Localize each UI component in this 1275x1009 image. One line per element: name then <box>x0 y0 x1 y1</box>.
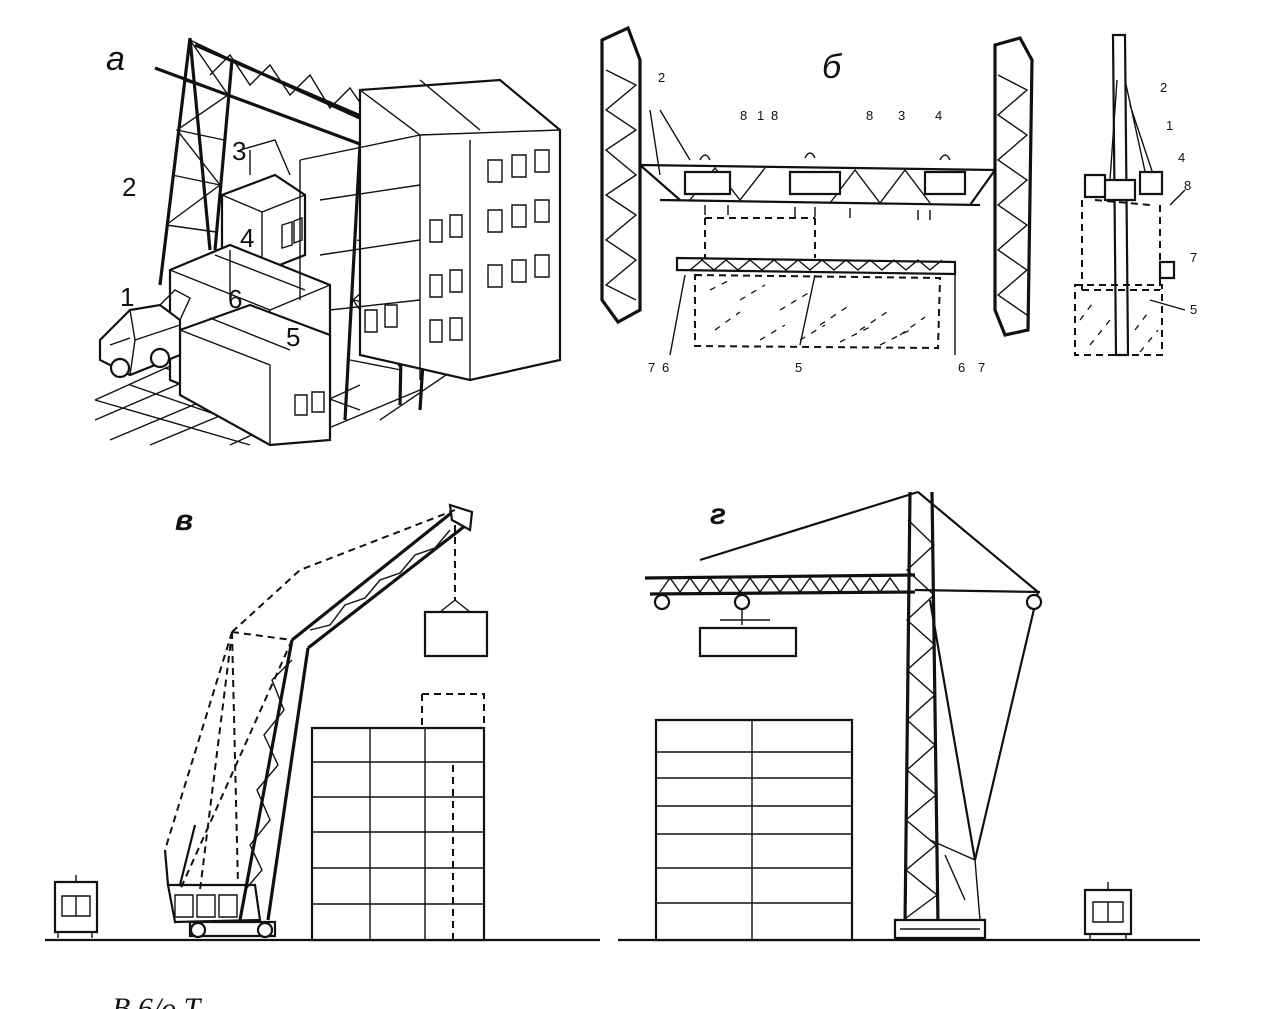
panel-a-callout-6: 6 <box>228 284 242 314</box>
panel-b-callout-8a: 8 <box>740 108 747 123</box>
panel-a-callout-5: 5 <box>286 322 300 352</box>
panel-g-tower-crane <box>618 490 1200 942</box>
panel-b-callout-3: 3 <box>898 108 905 123</box>
caption-fragment: В 6/о Т <box>112 992 203 1009</box>
panel-a-gantry-crane <box>94 37 562 447</box>
panel-v-label: в <box>175 504 193 537</box>
panel-b-callout-1: 1 <box>757 108 764 123</box>
panel-b-side-callout-1: 1 <box>1166 118 1173 133</box>
panel-a-callout-3: 3 <box>232 136 246 166</box>
panel-g-label: г <box>710 498 726 531</box>
panel-b-callout-8c: 8 <box>866 108 873 123</box>
panel-b-callout-8b: 8 <box>771 108 778 123</box>
panel-a-label: а <box>106 40 125 78</box>
panel-b-callout-4: 4 <box>935 108 942 123</box>
panel-v-crawler-crane <box>45 503 600 942</box>
panel-b-callout-7b: 7 <box>978 360 985 375</box>
panel-b-side-callout-2: 2 <box>1160 80 1167 95</box>
panel-b-callout-6b: 6 <box>958 360 965 375</box>
panel-b-side-callout-8: 8 <box>1184 178 1191 193</box>
panel-a-callout-4: 4 <box>240 223 254 253</box>
panel-b-gantry-section <box>600 25 1186 357</box>
panel-b-label: б <box>822 48 843 86</box>
panel-b-side-callout-5: 5 <box>1190 302 1197 317</box>
panel-b-side-callout-4: 4 <box>1178 150 1185 165</box>
panel-a-callout-2: 2 <box>122 172 136 202</box>
panel-b-side-callout-7: 7 <box>1190 250 1197 265</box>
panel-a-callout-1: 1 <box>120 282 134 312</box>
panel-b-callout-7a: 7 <box>648 360 655 375</box>
panel-b-callout-2: 2 <box>658 70 665 85</box>
panel-b-callout-5: 5 <box>795 360 802 375</box>
panel-b-callout-6a: 6 <box>662 360 669 375</box>
